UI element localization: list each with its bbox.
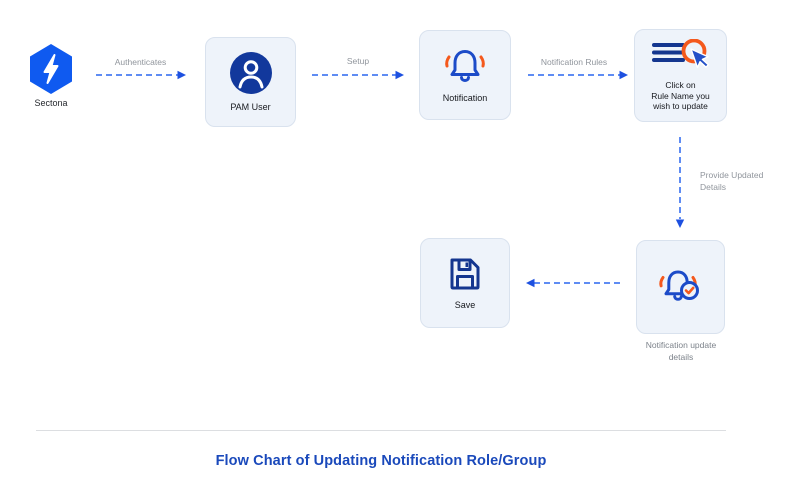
floppy-disk-icon — [450, 258, 480, 290]
edge-authenticates-arrow — [96, 70, 186, 80]
node-notification-update — [636, 240, 725, 334]
node-save: Save — [420, 238, 510, 328]
click-rule-label-line3: wish to update — [653, 101, 708, 112]
footer-divider — [36, 430, 726, 431]
node-pam-user: PAM User — [205, 37, 296, 127]
edge-to-save-arrow — [526, 278, 620, 288]
bell-icon — [445, 50, 485, 82]
edge-provide-updated-arrow — [675, 137, 685, 228]
click-rule-label-line1: Click on — [665, 80, 696, 91]
edge-notification-rules-label: Notification Rules — [540, 57, 608, 67]
notification-label: Notification — [442, 93, 488, 103]
edge-provide-updated-label: Provide Updated Details — [700, 169, 780, 193]
rule-list-cursor-icon — [651, 39, 709, 69]
edge-provide-updated-label-line1: Provide Updated — [700, 170, 764, 180]
notification-update-label-line2: details — [668, 352, 694, 362]
node-click-rule: Click on Rule Name you wish to update — [634, 29, 727, 122]
edge-notification-rules-arrow — [528, 70, 628, 80]
bell-check-icon — [658, 270, 699, 301]
click-rule-label-line2: Rule Name you — [651, 90, 710, 101]
edge-provide-updated-label-line2: Details — [700, 182, 726, 192]
sectona-logo-icon — [29, 44, 73, 94]
click-rule-label: Click on Rule Name you wish to update — [651, 80, 710, 112]
notification-update-label: Notification update details — [616, 339, 746, 363]
save-label: Save — [454, 300, 476, 310]
flowchart-title: Flow Chart of Updating Notification Role… — [215, 453, 547, 469]
user-circle-icon — [229, 52, 272, 94]
edge-authenticates-label: Authenticates — [114, 57, 167, 67]
notification-update-label-line1: Notification update — [645, 340, 717, 350]
edge-setup-label: Setup — [346, 56, 370, 66]
sectona-label: Sectona — [34, 98, 68, 108]
node-notification: Notification — [419, 30, 511, 120]
pam-user-label: PAM User — [230, 102, 271, 112]
edge-setup-arrow — [312, 70, 404, 80]
